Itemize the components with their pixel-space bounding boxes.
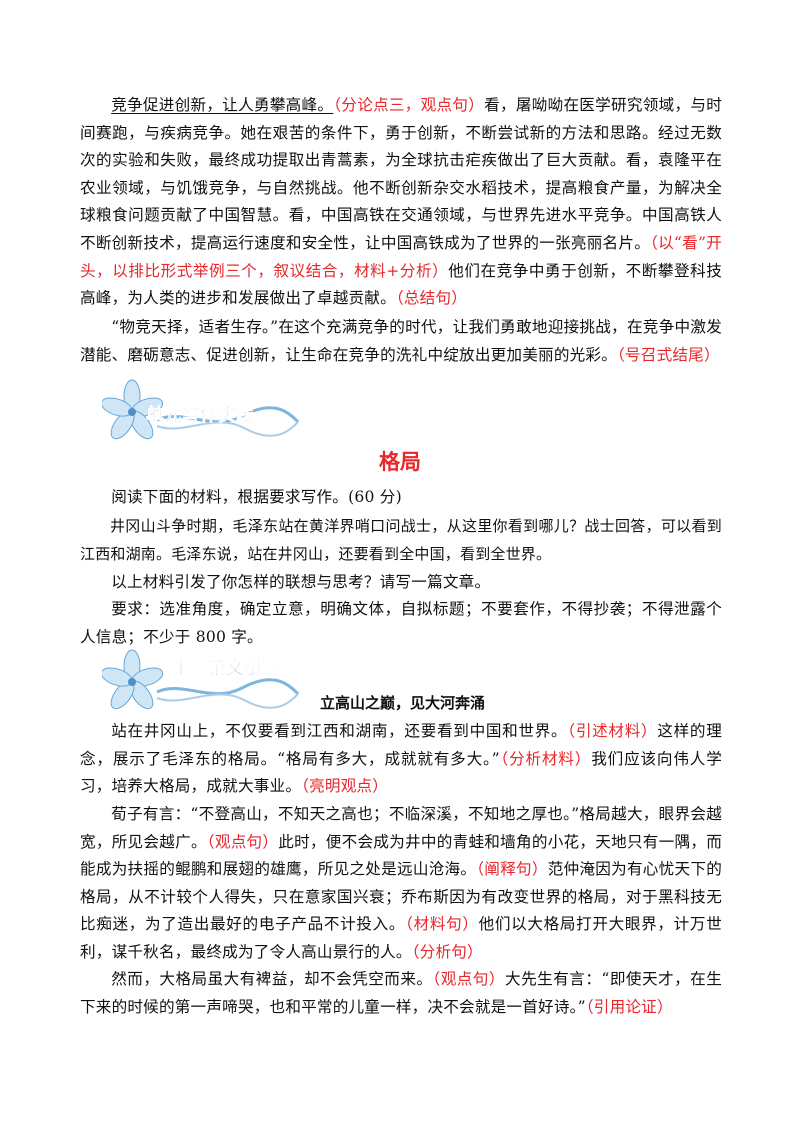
banner-title: 单元写作实践 [146, 404, 254, 426]
task-requirements: 要求：选准角度，确定立意，明确文体，自拟标题；不要套作，不得抄袭；不得泄露个人信… [80, 600, 722, 646]
model-essay-banner: 主题范文引领 [102, 644, 302, 716]
flower-icon: 主题范文引领 [102, 649, 300, 710]
annotation: （亮明观点） [301, 777, 389, 796]
annotation: （阐释句） [476, 860, 548, 879]
task-material: 井冈山斗争时期，毛泽东站在黄洋界哨口问战士，从这里你看到哪儿？战士回答，可以看到… [80, 517, 722, 563]
annotation: （材料句） [405, 915, 479, 934]
essay-paragraph-1: 站在井冈山上，不仅要看到江西和湖南，还要看到中国和世界。（引述材料）这样的理念，… [80, 722, 722, 796]
annotation: （分析材料） [499, 749, 592, 768]
unit-writing-practice-banner: 单元写作实践 [102, 370, 302, 442]
paragraph-argument-3: 竞争促进创新，让人勇攀高峰。（分论点三，观点句）看，屠呦呦在医学研究领域，与时间… [80, 96, 722, 308]
annotation: （观点句） [432, 970, 505, 988]
paragraph-conclusion: “物竞天择，适者生存。”在这个充满竞争的时代，让我们勇敢地迎接挑战，在竞争中激发… [80, 318, 722, 364]
section-title: 格局 [379, 450, 421, 474]
flower-icon: 单元写作实践 [102, 379, 300, 440]
annotation: （以“看”开头，以排比形式举例三个，叙议结合，材料+分析） [80, 233, 722, 280]
annotation: （分论点三，观点句） [333, 96, 485, 114]
annotation: （号召式结尾） [617, 345, 720, 364]
essay-paragraph-3: 然而，大格局虽大有裨益，却不会凭空而来。（观点句）大先生有言：“即使天才，在生下… [80, 970, 722, 1016]
banner-title: 主题范文引领 [172, 657, 280, 679]
argument-sentence: 竞争促进创新，让人勇攀高峰。 [111, 96, 334, 114]
task-question: 以上材料引发了你怎样的联想与思考？请写一篇文章。 [111, 573, 491, 591]
annotation: （引用论证） [585, 997, 673, 1016]
annotation: （总结句） [395, 289, 468, 308]
task-prompt: 阅读下面的材料，根据要求写作。(60 分) [111, 488, 402, 506]
annotation: （引述材料） [567, 722, 658, 740]
essay-paragraph-2: 荀子有言：“不登高山，不知天之高也；不临深溪，不知地之厚也。”格局越大，眼界会越… [80, 805, 722, 961]
annotation: （观点句） [206, 832, 279, 851]
annotation: （分析句） [411, 942, 483, 961]
essay-title: 立高山之巅，见大河奔涌 [320, 694, 486, 712]
